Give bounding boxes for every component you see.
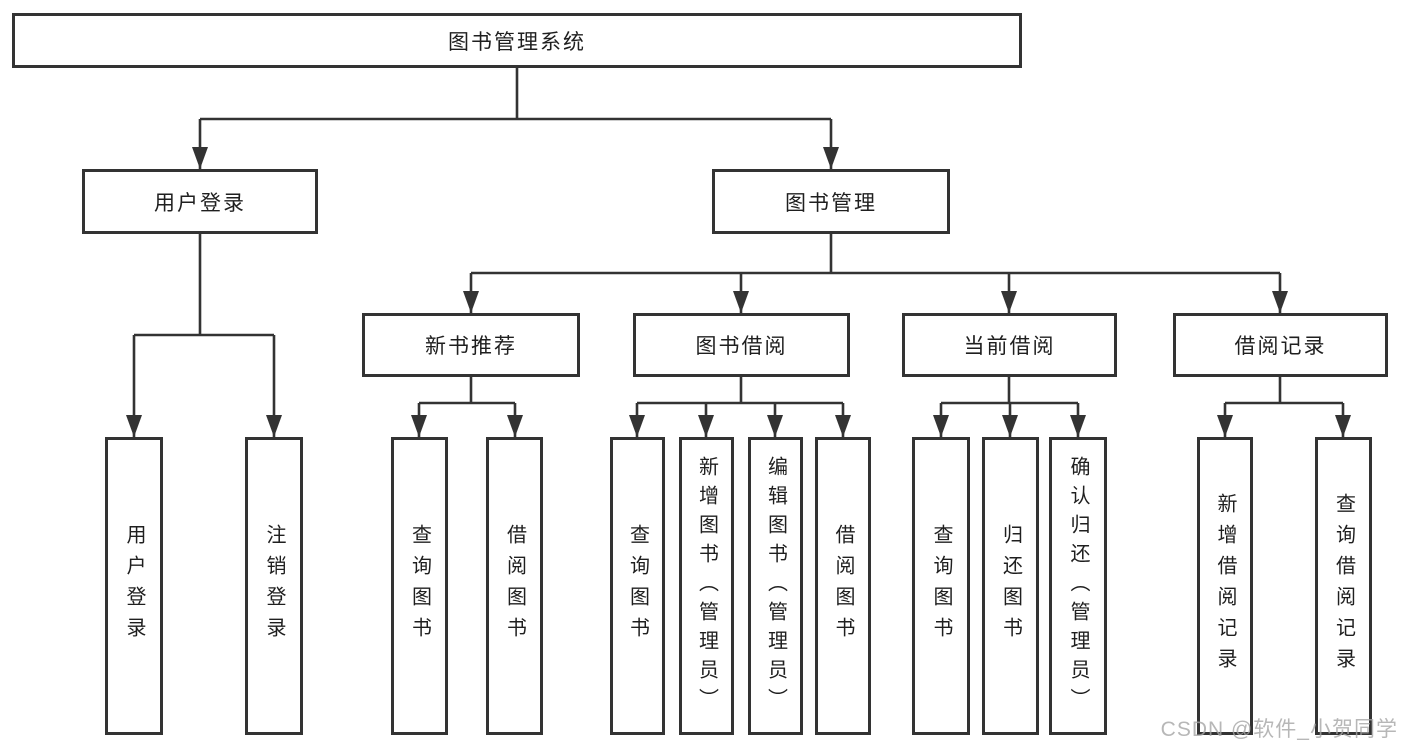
- connector-root-to-level2: [192, 68, 839, 169]
- node-label: 新书推荐: [425, 335, 517, 358]
- node-label: 借阅图书: [832, 524, 854, 648]
- node-confirm-return-admin: 确认归还（管理员）: [1049, 437, 1107, 735]
- connector-current-borrowing-to-leaves: [933, 377, 1086, 437]
- node-borrowing-records: 借阅记录: [1173, 313, 1388, 377]
- node-new-book-recommend: 新书推荐: [362, 313, 580, 377]
- connector-user-login-to-leaves: [126, 234, 282, 437]
- node-query-books-current: 查询图书: [912, 437, 970, 735]
- node-label: 新增借阅记录: [1214, 493, 1236, 679]
- node-return-books: 归还图书: [982, 437, 1039, 735]
- node-library-management-system: 图书管理系统: [12, 13, 1022, 68]
- node-label: 查询图书: [930, 524, 952, 648]
- node-label: 归还图书: [999, 524, 1022, 648]
- node-add-borrow-record: 新增借阅记录: [1197, 437, 1253, 735]
- node-borrow-books-recommend: 借阅图书: [486, 437, 543, 735]
- node-label: 用户登录: [123, 524, 145, 648]
- node-label: 查询借阅记录: [1332, 493, 1355, 679]
- node-user-login: 用户登录: [82, 169, 318, 234]
- node-label: 用户登录: [154, 191, 246, 215]
- node-book-borrowing: 图书借阅: [633, 313, 850, 377]
- node-borrow-books-leaf: 借阅图书: [815, 437, 871, 735]
- node-label: 借阅记录: [1234, 335, 1327, 358]
- node-add-book-admin: 新增图书（管理员）: [679, 437, 734, 735]
- node-label: 编辑图书（管理员）: [764, 455, 787, 717]
- connector-book-borrowing-to-leaves: [629, 377, 851, 437]
- node-label: 借阅图书: [503, 524, 526, 648]
- connector-book-management-to-level3: [463, 234, 1288, 313]
- connector-borrowing-records-to-leaves: [1217, 377, 1351, 437]
- node-label: 图书借阅: [695, 335, 788, 358]
- node-current-borrowing: 当前借阅: [902, 313, 1117, 377]
- node-label: 图书管理系统: [448, 30, 586, 54]
- node-query-borrow-record: 查询借阅记录: [1315, 437, 1372, 735]
- node-book-management: 图书管理: [712, 169, 950, 234]
- node-logout-leaf: 注销登录: [245, 437, 303, 735]
- node-label: 查询图书: [626, 524, 649, 648]
- node-query-books-recommend: 查询图书: [391, 437, 448, 735]
- node-user-login-leaf: 用户登录: [105, 437, 163, 735]
- node-label: 图书管理: [785, 191, 877, 215]
- node-label: 注销登录: [263, 524, 285, 648]
- csdn-watermark: CSDN @软件_小贺同学: [1160, 718, 1398, 741]
- node-label: 新增图书（管理员）: [695, 455, 718, 717]
- node-label: 查询图书: [408, 524, 431, 648]
- node-query-books-borrowing: 查询图书: [610, 437, 665, 735]
- node-edit-book-admin: 编辑图书（管理员）: [748, 437, 803, 735]
- node-label: 确认归还（管理员）: [1067, 455, 1089, 717]
- node-label: 当前借阅: [963, 335, 1056, 358]
- connector-new-book-recommend-to-leaves: [411, 377, 523, 437]
